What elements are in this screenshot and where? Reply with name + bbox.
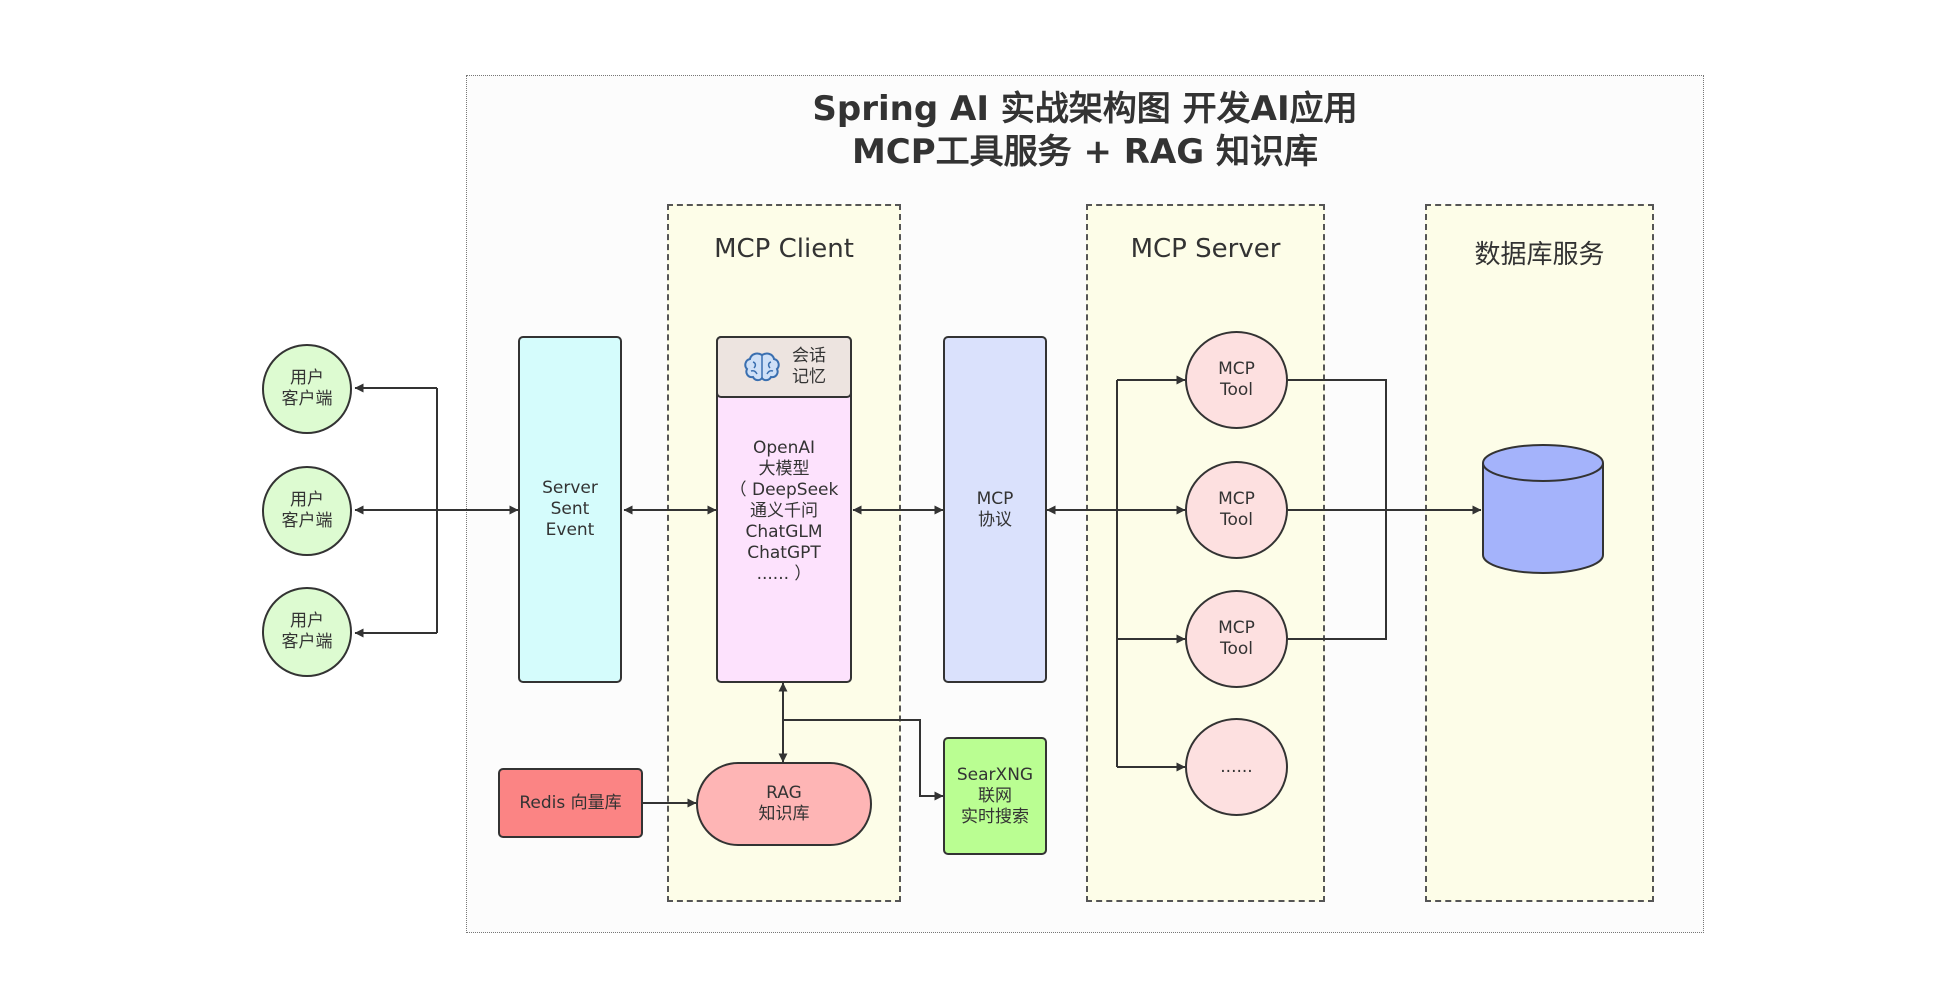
- server-sent-event-box: Server Sent Event: [518, 336, 622, 683]
- session-memory-box: 会话 记忆: [716, 336, 852, 398]
- diagram-title-line-1: Spring AI 实战架构图 开发AI应用: [812, 89, 1358, 129]
- mcp-client-panel-title: MCP Client: [714, 234, 854, 264]
- mcp-tool-2: MCP Tool: [1185, 461, 1288, 559]
- mcp-tool-1: MCP Tool: [1185, 331, 1288, 429]
- user-client-2: 用户 客户端: [262, 466, 352, 556]
- user-client-1: 用户 客户端: [262, 344, 352, 434]
- diagram-title-line-2: MCP工具服务 + RAG 知识库: [851, 132, 1319, 172]
- mcp-tool-3: MCP Tool: [1185, 590, 1288, 688]
- mcp-tool-more: ......: [1185, 718, 1288, 816]
- arrow-llm-searxng: [783, 719, 944, 801]
- database-panel-title: 数据库服务: [1474, 240, 1605, 270]
- mcp-protocol-box: MCP 协议: [943, 336, 1047, 683]
- redis-vector-store: Redis 向量库: [498, 768, 643, 838]
- user-client-3: 用户 客户端: [262, 587, 352, 677]
- searxng-search-box: SearXNG 联网 实时搜索: [943, 737, 1047, 855]
- database-icon: [1482, 444, 1604, 574]
- mcp-server-panel-title: MCP Server: [1130, 234, 1281, 264]
- brain-icon: [742, 351, 782, 383]
- rag-knowledge-base: RAG 知识库: [696, 762, 872, 846]
- session-memory-label: 会话 记忆: [792, 346, 826, 387]
